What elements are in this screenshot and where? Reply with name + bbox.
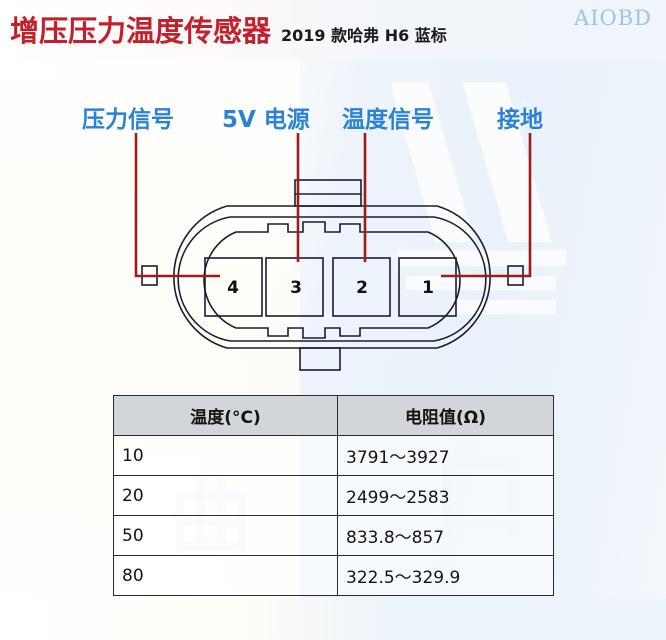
brand-logo-aiobd: AIOBD	[574, 6, 652, 30]
pin-label-ground: 接地	[497, 107, 543, 133]
header-title-row: 增压压力温度传感器 2019 款哈弗 H6 蓝标	[10, 8, 447, 50]
table-header-row: 温度(°C) 电阻值(Ω)	[113, 395, 554, 436]
connector-outer-shell	[173, 205, 491, 349]
column-header-temperature: 温度(°C)	[113, 395, 338, 436]
connector-shell-ring-2	[177, 216, 487, 342]
table-row: 50 833.8～857	[113, 515, 554, 556]
pin-cavity-2	[332, 257, 391, 317]
pin-cavity-3	[265, 257, 324, 317]
connector-bottom-tab	[299, 347, 341, 371]
cell-resistance: 322.5～329.9	[337, 555, 554, 596]
page-subtitle: 2019 款哈弗 H6 蓝标	[281, 26, 447, 45]
pin-label-temperature-signal: 温度信号	[342, 107, 434, 133]
table-row: 80 322.5～329.9	[113, 555, 554, 596]
pin-number-1: 1	[422, 278, 434, 298]
pin-number-2: 2	[356, 278, 368, 298]
column-header-resistance: 电阻值(Ω)	[337, 395, 554, 436]
connector-inner-body	[203, 221, 461, 339]
pin-cavity-1	[398, 257, 457, 317]
pin-number-3: 3	[290, 278, 302, 298]
connector-top-latch	[294, 179, 362, 207]
temperature-resistance-table: 温度(°C) 电阻值(Ω) 10 3791～3927 20 2499～2583 …	[113, 395, 554, 596]
table-row: 10 3791～3927	[113, 435, 554, 476]
cell-resistance: 3791～3927	[337, 435, 554, 476]
cell-resistance: 2499～2583	[337, 475, 554, 516]
pin-label-5v-supply: 5V 电源	[222, 107, 310, 133]
table-row: 20 2499～2583	[113, 475, 554, 516]
cell-temperature: 50	[113, 515, 338, 556]
cell-temperature: 20	[113, 475, 338, 516]
leader-line-pin-1	[441, 133, 532, 278]
background-top-band	[0, 0, 666, 60]
leader-line-pin-4	[134, 133, 220, 278]
cell-temperature: 80	[113, 555, 338, 596]
pin-cavity-4	[204, 257, 263, 317]
page-title: 增压压力温度传感器	[10, 14, 272, 48]
cell-resistance: 833.8～857	[337, 515, 554, 556]
background-bottom-band	[0, 598, 666, 640]
pin-number-4: 4	[227, 278, 239, 298]
cell-temperature: 10	[113, 435, 338, 476]
pin-label-pressure-signal: 压力信号	[82, 107, 174, 133]
